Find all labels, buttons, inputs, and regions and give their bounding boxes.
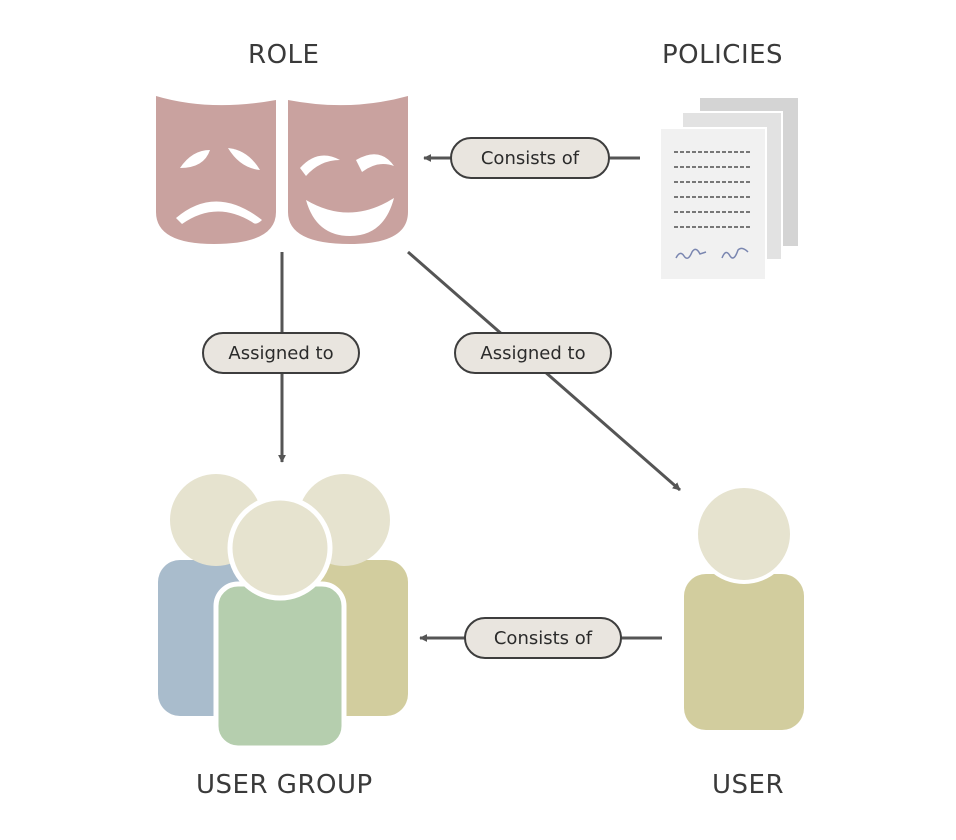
policies-documents-icon xyxy=(659,98,798,281)
policies-to-role-label: Consists of xyxy=(450,137,610,179)
role-masks-icon xyxy=(156,96,408,244)
signature-mark-2 xyxy=(721,247,749,259)
user-group-icon xyxy=(158,474,408,751)
signature-mark xyxy=(675,248,707,259)
user-to-group-label: Consists of xyxy=(464,617,622,659)
role-to-group-label: Assigned to xyxy=(202,332,360,374)
user-title: USER xyxy=(712,770,785,800)
user-icon xyxy=(684,484,804,730)
user-group-title: USER GROUP xyxy=(196,770,373,800)
person-body-green xyxy=(213,581,347,751)
sad-mask-icon xyxy=(156,96,276,244)
role-title: ROLE xyxy=(248,40,320,70)
user-head xyxy=(694,484,794,584)
role-to-user-label: Assigned to xyxy=(454,332,612,374)
person-head-center xyxy=(227,495,333,601)
user-body xyxy=(684,574,804,730)
policies-title: POLICIES xyxy=(662,40,784,70)
